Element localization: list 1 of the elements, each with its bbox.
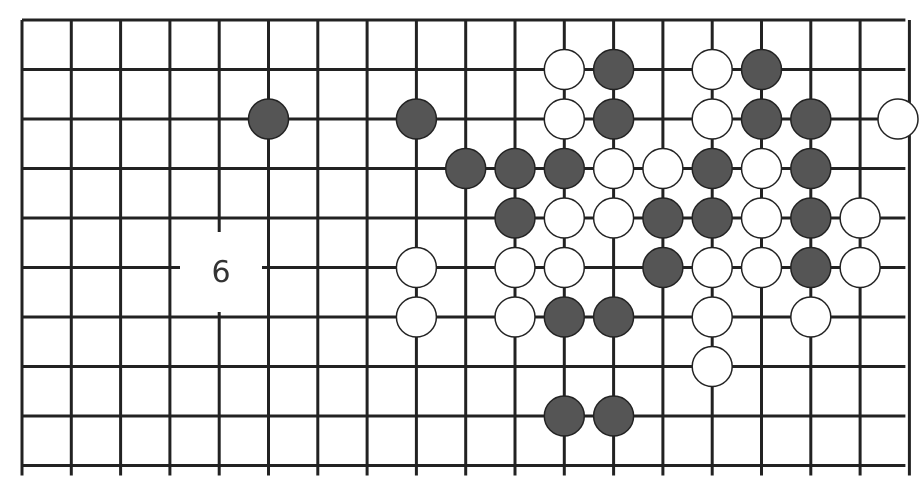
diagram-number: 6 <box>180 232 262 312</box>
